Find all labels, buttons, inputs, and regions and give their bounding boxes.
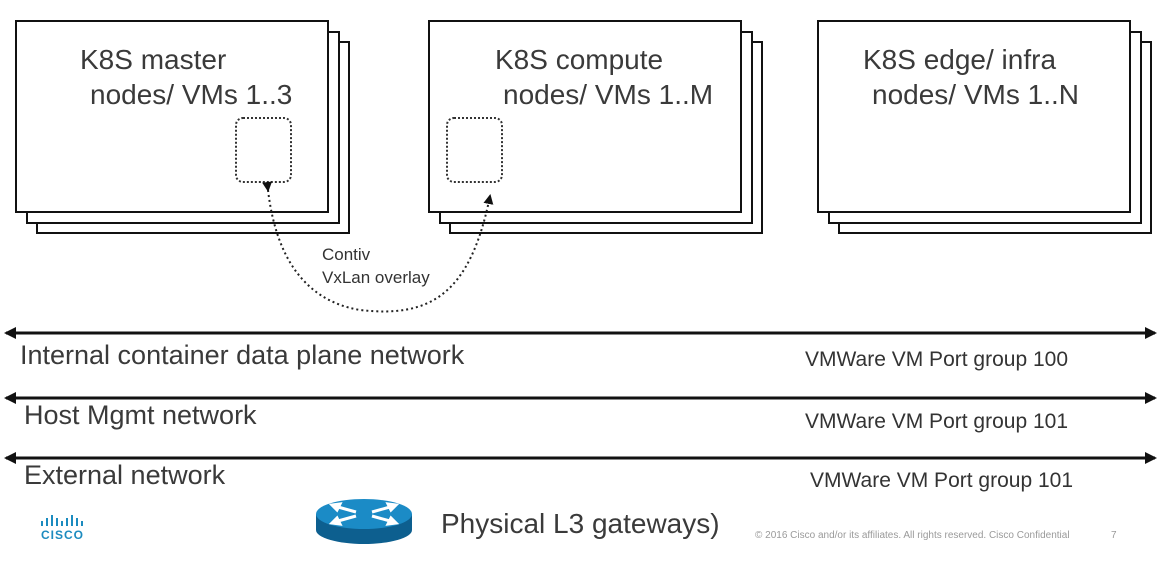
master-title-line2: nodes/ VMs 1..3 xyxy=(90,79,293,110)
internal-port-group-label: VMWare VM Port group 100 xyxy=(805,348,1068,371)
overlay-label-line1: Contiv xyxy=(322,245,371,264)
external-port-group-label: VMWare VM Port group 101 xyxy=(810,469,1073,492)
overlay-label-line2: VxLan overlay xyxy=(322,268,430,287)
stack-card-front xyxy=(428,20,742,213)
cisco-logo-text: CISCO xyxy=(41,528,85,542)
master-title-line1: K8S master xyxy=(80,44,227,75)
page-number: 7 xyxy=(1111,530,1117,541)
external-network-label: External network xyxy=(24,460,226,490)
compute-title-line2: nodes/ VMs 1..M xyxy=(503,79,714,110)
compute-title-line1: K8S compute xyxy=(495,44,664,75)
edge-title-line1: K8S edge/ infra xyxy=(863,44,1057,75)
cisco-logo-icon xyxy=(41,515,83,526)
overlay-curve xyxy=(262,181,494,313)
mgmt-network-label: Host Mgmt network xyxy=(24,400,257,430)
gateway-label: Physical L3 gateways) xyxy=(441,508,720,539)
stack-card-front xyxy=(15,20,329,213)
internal-network-label: Internal container data plane network xyxy=(20,340,465,370)
router-icon xyxy=(316,499,412,544)
mgmt-port-group-label: VMWare VM Port group 101 xyxy=(805,410,1068,433)
copyright-text: © 2016 Cisco and/or its affiliates. All … xyxy=(755,530,1070,541)
edge-title-line2: nodes/ VMs 1..N xyxy=(872,79,1079,110)
stack-card-front xyxy=(817,20,1131,213)
